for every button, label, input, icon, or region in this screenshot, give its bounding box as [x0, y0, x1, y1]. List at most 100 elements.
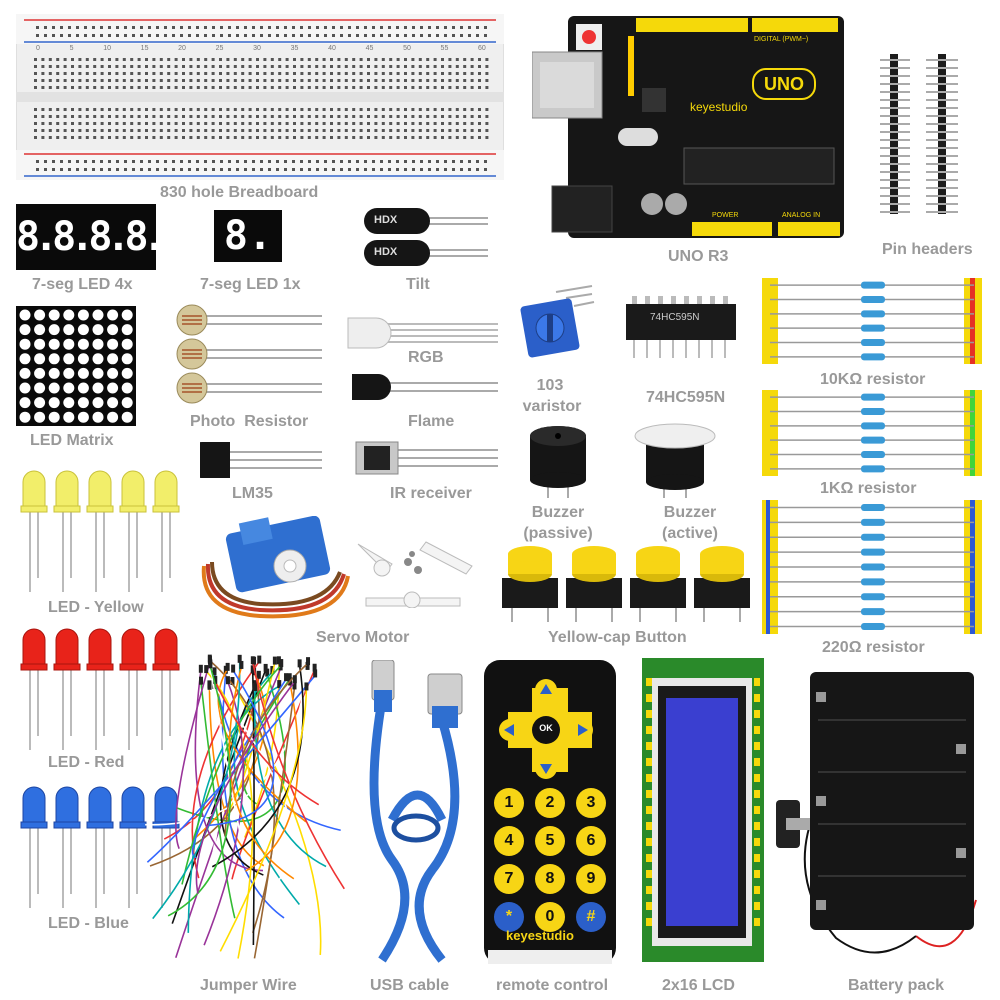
breadboard-numbers: 0 5 10 15 20 25 30 35 40 45 50 55 60 [36, 45, 486, 52]
label-lcd: 2x16 LCD [662, 977, 735, 994]
remote-keypad: 1 2 3 4 5 6 7 8 9 * 0 # [494, 788, 606, 932]
bb-num: 60 [478, 45, 486, 52]
leds-yellow [16, 468, 184, 594]
remote-key[interactable]: 4 [494, 826, 524, 856]
leds-red [16, 626, 184, 752]
label-matrix: LED Matrix [30, 432, 114, 449]
ir-receiver [354, 440, 500, 476]
seven-seg-4x-digits: 8.8.8.8. [16, 214, 167, 260]
label-jumper: Jumper Wire [200, 977, 297, 994]
bb-num: 55 [440, 45, 449, 52]
jumper-wires [140, 650, 360, 970]
shift-register-ic: 74HC595N [622, 296, 742, 360]
label-led-red: LED - Red [48, 754, 125, 771]
seven-seg-1x: 8. [214, 210, 282, 262]
label-buzzer-passive-1: Buzzer [531, 504, 585, 521]
remote-key[interactable]: 8 [535, 864, 565, 894]
label-lm35: LM35 [232, 485, 273, 502]
buzzer-active [630, 420, 720, 500]
remote-ok-key[interactable]: OK [539, 723, 553, 733]
remote-key[interactable]: 2 [535, 788, 565, 818]
label-rgb: RGB [408, 349, 444, 366]
remote-control: OK 1 2 3 4 5 6 7 8 9 * 0 # keyestudio [484, 660, 616, 964]
remote-key[interactable]: 7 [494, 864, 524, 894]
label-led-yellow: LED - Yellow [48, 599, 144, 616]
resistor-strip-220 [762, 500, 984, 634]
label-varistor-2: varistor [522, 398, 582, 415]
lm35-sensor [184, 440, 324, 480]
label-buzzer-active-1: Buzzer [663, 504, 717, 521]
label-ir: IR receiver [390, 485, 472, 502]
remote-key[interactable]: 5 [535, 826, 565, 856]
label-breadboard: 830 hole Breadboard [160, 184, 319, 201]
bb-num: 25 [215, 45, 224, 52]
label-uno: UNO R3 [668, 248, 729, 265]
yellow-cap-buttons [498, 544, 758, 624]
uno-brand: keyestudio [690, 100, 748, 114]
label-r1k: 1KΩ resistor [820, 480, 917, 497]
servo-horns [352, 536, 476, 609]
remote-key[interactable]: 0 [535, 902, 565, 932]
bb-num: 30 [253, 45, 261, 52]
bb-num: 50 [403, 45, 411, 52]
label-pin-headers: Pin headers [882, 241, 973, 258]
potentiometer [516, 284, 596, 368]
battery-pack [776, 668, 982, 968]
led-matrix [16, 306, 136, 426]
label-flame: Flame [408, 413, 455, 430]
uno-board: UNO keyestudio DIGITAL (PWM~) POWER ANAL… [531, 16, 844, 238]
buzzer-passive [528, 424, 588, 500]
label-tilt: Tilt [406, 276, 430, 293]
bb-num: 10 [103, 45, 111, 52]
pin-headers [878, 54, 970, 214]
tilt-text: HDX [374, 246, 398, 258]
bb-num: 5 [69, 45, 74, 52]
tilt-switches: HDX HDX [362, 200, 492, 272]
bb-num: 0 [36, 45, 40, 52]
seven-seg-1x-digit: 8. [223, 213, 273, 259]
usb-cable [362, 659, 474, 970]
remote-key[interactable]: 6 [576, 826, 606, 856]
label-ic: 74HC595N [646, 389, 726, 406]
uno-power-label: POWER [712, 212, 739, 219]
label-buzzer-active-2: (active) [661, 525, 719, 542]
ic-marking: 74HC595N [650, 312, 700, 323]
rgb-led [346, 316, 500, 350]
label-remote: remote control [496, 977, 609, 994]
resistor-strip-10k [762, 278, 984, 364]
bb-num: 15 [140, 45, 149, 52]
label-usb: USB cable [370, 977, 450, 994]
seven-seg-4x: 8.8.8.8. [16, 204, 167, 270]
remote-key[interactable]: 9 [576, 864, 606, 894]
resistor-strip-1k [762, 390, 984, 476]
label-seg4: 7-seg LED 4x [32, 276, 133, 293]
label-led-blue: LED - Blue [48, 915, 129, 932]
label-varistor-1: 103 [536, 377, 564, 394]
label-buzzer-passive-2: (passive) [523, 525, 593, 542]
lcd-2x16 [642, 658, 764, 962]
label-battery: Battery pack [848, 977, 945, 994]
uno-logo: UNO [752, 68, 816, 100]
remote-key[interactable]: 1 [494, 788, 524, 818]
servo-motor [200, 515, 350, 622]
label-seg1: 7-seg LED 1x [200, 276, 301, 293]
bb-num: 40 [328, 45, 336, 52]
label-r220: 220Ω resistor [822, 639, 925, 656]
remote-key[interactable]: * [494, 902, 524, 932]
remote-key[interactable]: 3 [576, 788, 606, 818]
bb-num: 20 [178, 45, 186, 52]
tilt-text: HDX [374, 214, 398, 226]
remote-key[interactable]: # [576, 902, 606, 932]
bb-num: 45 [365, 45, 374, 52]
flame-sensor [350, 372, 500, 402]
photo-resistors [174, 302, 324, 406]
label-servo: Servo Motor [316, 629, 410, 646]
label-r10k: 10KΩ resistor [820, 371, 926, 388]
uno-digital-label: DIGITAL (PWM~) [754, 36, 809, 43]
bb-num: 35 [290, 45, 299, 52]
label-photo: Photo Resistor [190, 413, 309, 430]
leds-blue [16, 784, 184, 910]
remote-brand: keyestudio [506, 928, 574, 943]
uno-analog-label: ANALOG IN [782, 212, 821, 219]
